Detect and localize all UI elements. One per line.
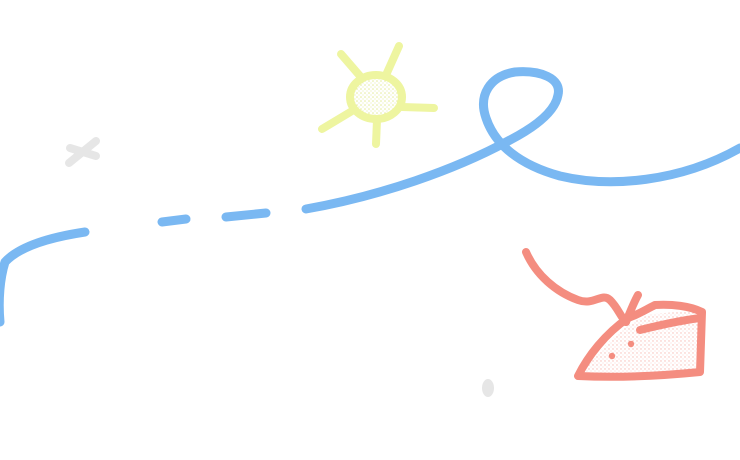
x-mark-doodle [65, 137, 100, 167]
blue-line-dash-1 [157, 214, 191, 227]
mouse-eye-1 [627, 340, 635, 348]
grey-dot-doodle [482, 379, 494, 397]
sun-ray-lower-left [318, 107, 356, 133]
mouse-eye-2 [608, 352, 616, 360]
blue-line-main-loop [301, 67, 740, 214]
x-mark-stroke-2 [66, 144, 100, 160]
sun-ray-bottom [372, 116, 381, 148]
sun-ray-upper-left [337, 50, 364, 80]
sun-doodle [318, 42, 438, 148]
mouse-body-outline [574, 300, 706, 381]
mouse-ear [622, 291, 642, 326]
sun-ray-upper-right [382, 42, 403, 79]
sun-ray-right [398, 103, 438, 112]
mouse-doodle [522, 248, 706, 381]
mouse-back-line [636, 314, 704, 334]
blue-line-dash-2 [221, 208, 271, 222]
blue-line-left-arc [0, 227, 90, 327]
blue-line [0, 67, 740, 327]
mouse-tail [522, 248, 630, 326]
sun-fill [352, 77, 400, 117]
